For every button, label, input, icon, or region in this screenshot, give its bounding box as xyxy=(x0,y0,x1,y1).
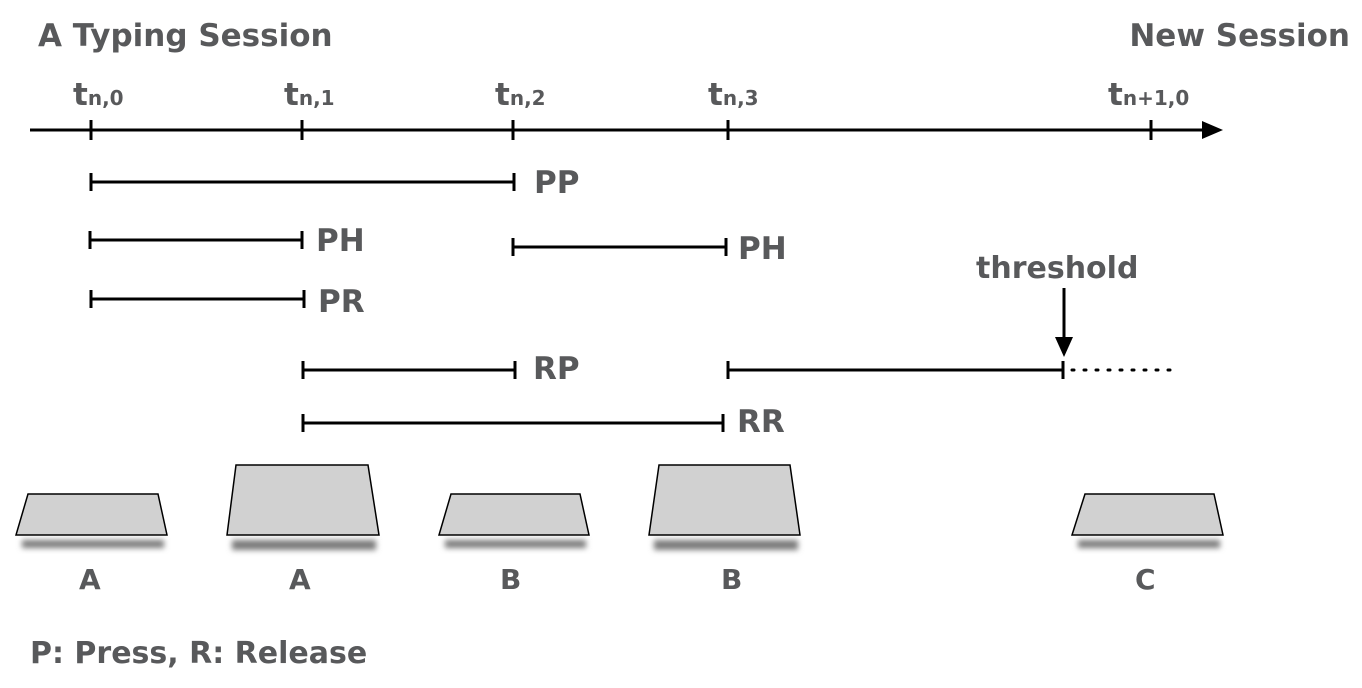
timeline-axis xyxy=(30,120,1223,140)
interval-threshold-gap xyxy=(726,361,1174,379)
key-b-released xyxy=(437,493,590,548)
interval-rp xyxy=(301,361,517,379)
tick-main: t xyxy=(1108,77,1123,113)
tick-main: t xyxy=(73,77,88,113)
interval-label-pr: PR xyxy=(318,284,365,320)
legend-text: P: Press, R: Release xyxy=(30,636,368,671)
tick-subscript: n,2 xyxy=(509,86,546,110)
interval-label-ph: PH xyxy=(316,223,365,259)
key-label-c: C xyxy=(1135,563,1156,596)
interval-ph-1 xyxy=(88,231,304,249)
tick-subscript: n,0 xyxy=(87,86,124,110)
interval-label-rr: RR xyxy=(737,404,785,440)
key-a-pressed xyxy=(226,464,380,550)
tick-main: t xyxy=(284,77,299,113)
interval-pr xyxy=(89,290,306,308)
tick-label: tn+1,0 xyxy=(1108,77,1189,113)
threshold-arrow xyxy=(1055,288,1073,357)
timeline-arrowhead xyxy=(1202,121,1223,139)
tick-subscript: n+1,0 xyxy=(1122,86,1190,110)
tick-label: tn,1 xyxy=(284,77,335,113)
key-label-a: A xyxy=(289,563,311,596)
interval-label-rp: RP xyxy=(533,351,580,387)
tick-subscript: n,3 xyxy=(722,86,759,110)
session-title: A Typing Session xyxy=(38,18,333,54)
tick-main: t xyxy=(708,77,723,113)
key-a-released xyxy=(14,493,168,548)
key-label-b: B xyxy=(721,563,743,596)
tick-subscript: n,1 xyxy=(298,86,335,110)
tick-label: tn,3 xyxy=(708,77,759,113)
key-label-a: A xyxy=(79,563,101,596)
interval-rr xyxy=(301,414,725,432)
tick-label: tn,2 xyxy=(495,77,546,113)
tick-label: tn,0 xyxy=(73,77,124,113)
threshold-label: threshold xyxy=(976,251,1139,286)
interval-pp xyxy=(89,173,516,191)
interval-label-ph: PH xyxy=(738,231,787,267)
key-label-b: B xyxy=(500,563,522,596)
key-b-pressed xyxy=(648,464,801,550)
interval-ph-2 xyxy=(511,238,728,256)
new-session-title: New Session xyxy=(1129,18,1350,54)
tick-main: t xyxy=(495,77,510,113)
key-c-released xyxy=(1070,493,1224,548)
interval-label-pp: PP xyxy=(534,165,580,201)
